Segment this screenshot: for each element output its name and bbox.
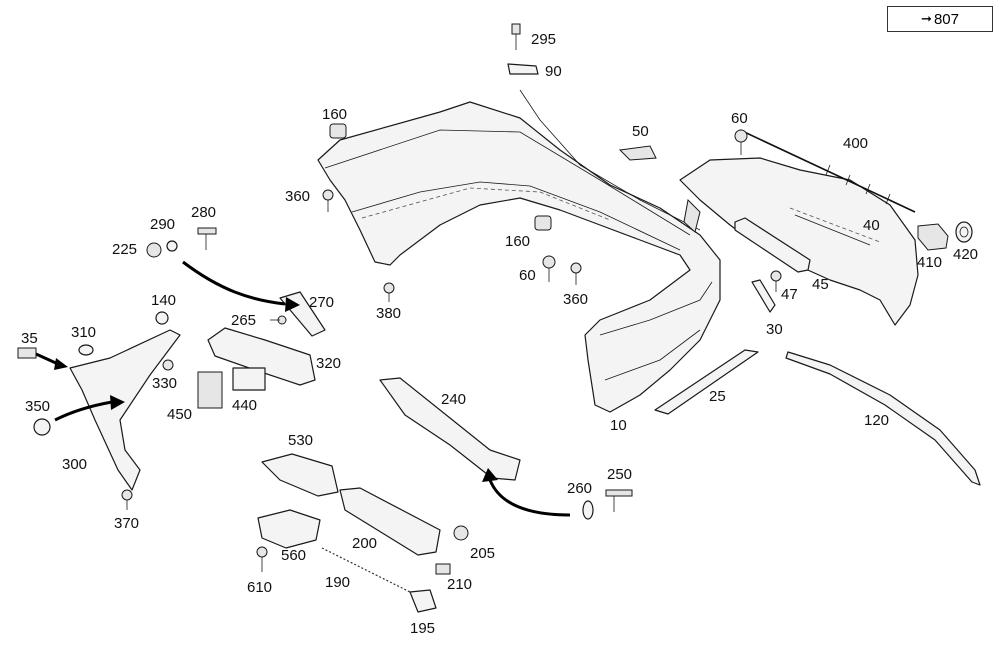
sensor-strip [739, 129, 916, 213]
part-200-bracket [339, 487, 441, 556]
assembly-arrows [35, 260, 571, 517]
part-60a-clip [734, 129, 748, 155]
part-90-bracket [507, 63, 539, 75]
label-45: 45 [812, 276, 829, 293]
label-360b: 360 [563, 291, 589, 308]
part-370-clip [121, 489, 133, 510]
part-320-bracket [207, 327, 316, 386]
part-30-strip [751, 279, 776, 313]
label-440: 440 [232, 397, 258, 414]
label-120: 120 [864, 412, 890, 429]
reference-box: ➞ 807 [887, 6, 993, 32]
label-200: 200 [352, 535, 378, 552]
part-260-250 [582, 489, 633, 520]
part-35-clip [17, 347, 37, 359]
label-410: 410 [917, 254, 943, 271]
label-320: 320 [316, 355, 342, 372]
part-140-grommet [155, 311, 169, 325]
part-560-housing [257, 509, 321, 549]
label-350: 350 [25, 398, 51, 415]
part-190-cable [321, 547, 411, 593]
label-330: 330 [152, 375, 178, 392]
part-210-clip [435, 563, 451, 575]
part-240-absorber [379, 377, 521, 481]
label-210: 210 [447, 576, 473, 593]
label-190: 190 [325, 574, 351, 591]
label-60b: 60 [519, 267, 536, 284]
label-205: 205 [470, 545, 496, 562]
label-420: 420 [953, 246, 979, 263]
label-35: 35 [21, 330, 38, 347]
part-225-290-280 [146, 227, 217, 258]
label-280: 280 [191, 204, 217, 221]
label-160b: 160 [505, 233, 531, 250]
label-270: 270 [309, 294, 335, 311]
label-400: 400 [843, 135, 869, 152]
part-120-strip [785, 351, 981, 486]
label-30: 30 [766, 321, 783, 338]
label-195: 195 [410, 620, 436, 637]
label-295: 295 [531, 31, 557, 48]
part-330-clip [162, 359, 174, 371]
label-450: 450 [167, 406, 193, 423]
part-45-bracket [734, 217, 811, 273]
part-300-bracket [69, 329, 181, 491]
part-610-screw [256, 546, 268, 572]
label-40: 40 [863, 217, 880, 234]
label-265: 265 [231, 312, 257, 329]
part-420-ring [955, 221, 973, 243]
part-310-washer [78, 344, 94, 356]
part-410-sensor [917, 223, 949, 251]
label-160a: 160 [322, 106, 348, 123]
reference-number: 807 [933, 10, 959, 28]
label-60a: 60 [731, 110, 748, 127]
label-140: 140 [151, 292, 177, 309]
label-240: 240 [441, 391, 467, 408]
label-380: 380 [376, 305, 402, 322]
part-295-bolt [511, 23, 521, 50]
label-47: 47 [781, 286, 798, 303]
part-50-clip [618, 145, 657, 161]
label-610: 610 [247, 579, 273, 596]
label-250: 250 [607, 466, 633, 483]
label-530: 530 [288, 432, 314, 449]
part-350-grommet [33, 418, 51, 436]
label-10: 10 [610, 417, 627, 434]
part-530-bracket [261, 453, 339, 497]
label-370: 370 [114, 515, 140, 532]
part-60b-clip [542, 255, 556, 282]
part-205-cap [453, 525, 469, 541]
label-300: 300 [62, 456, 88, 473]
arrow-icon: ➞ [921, 11, 932, 26]
part-360a-screw [322, 189, 334, 212]
part-380-clip [383, 282, 395, 302]
label-260: 260 [567, 480, 593, 497]
part-25-strip [654, 349, 759, 415]
part-160a-clip [329, 123, 347, 139]
label-560: 560 [281, 547, 307, 564]
part-265-clip [270, 315, 287, 325]
part-47-screw [770, 270, 782, 292]
bumper-cover [317, 89, 721, 413]
label-290: 290 [150, 216, 176, 233]
label-225: 225 [112, 241, 138, 258]
part-450-module [197, 371, 223, 409]
part-440-module [232, 367, 266, 391]
part-360b-screw [570, 262, 582, 285]
label-25: 25 [709, 388, 726, 405]
label-90: 90 [545, 63, 562, 80]
part-195-connector [409, 589, 437, 613]
label-50: 50 [632, 123, 649, 140]
label-310: 310 [71, 324, 97, 341]
part-160b-clip [534, 215, 552, 231]
label-360a: 360 [285, 188, 311, 205]
